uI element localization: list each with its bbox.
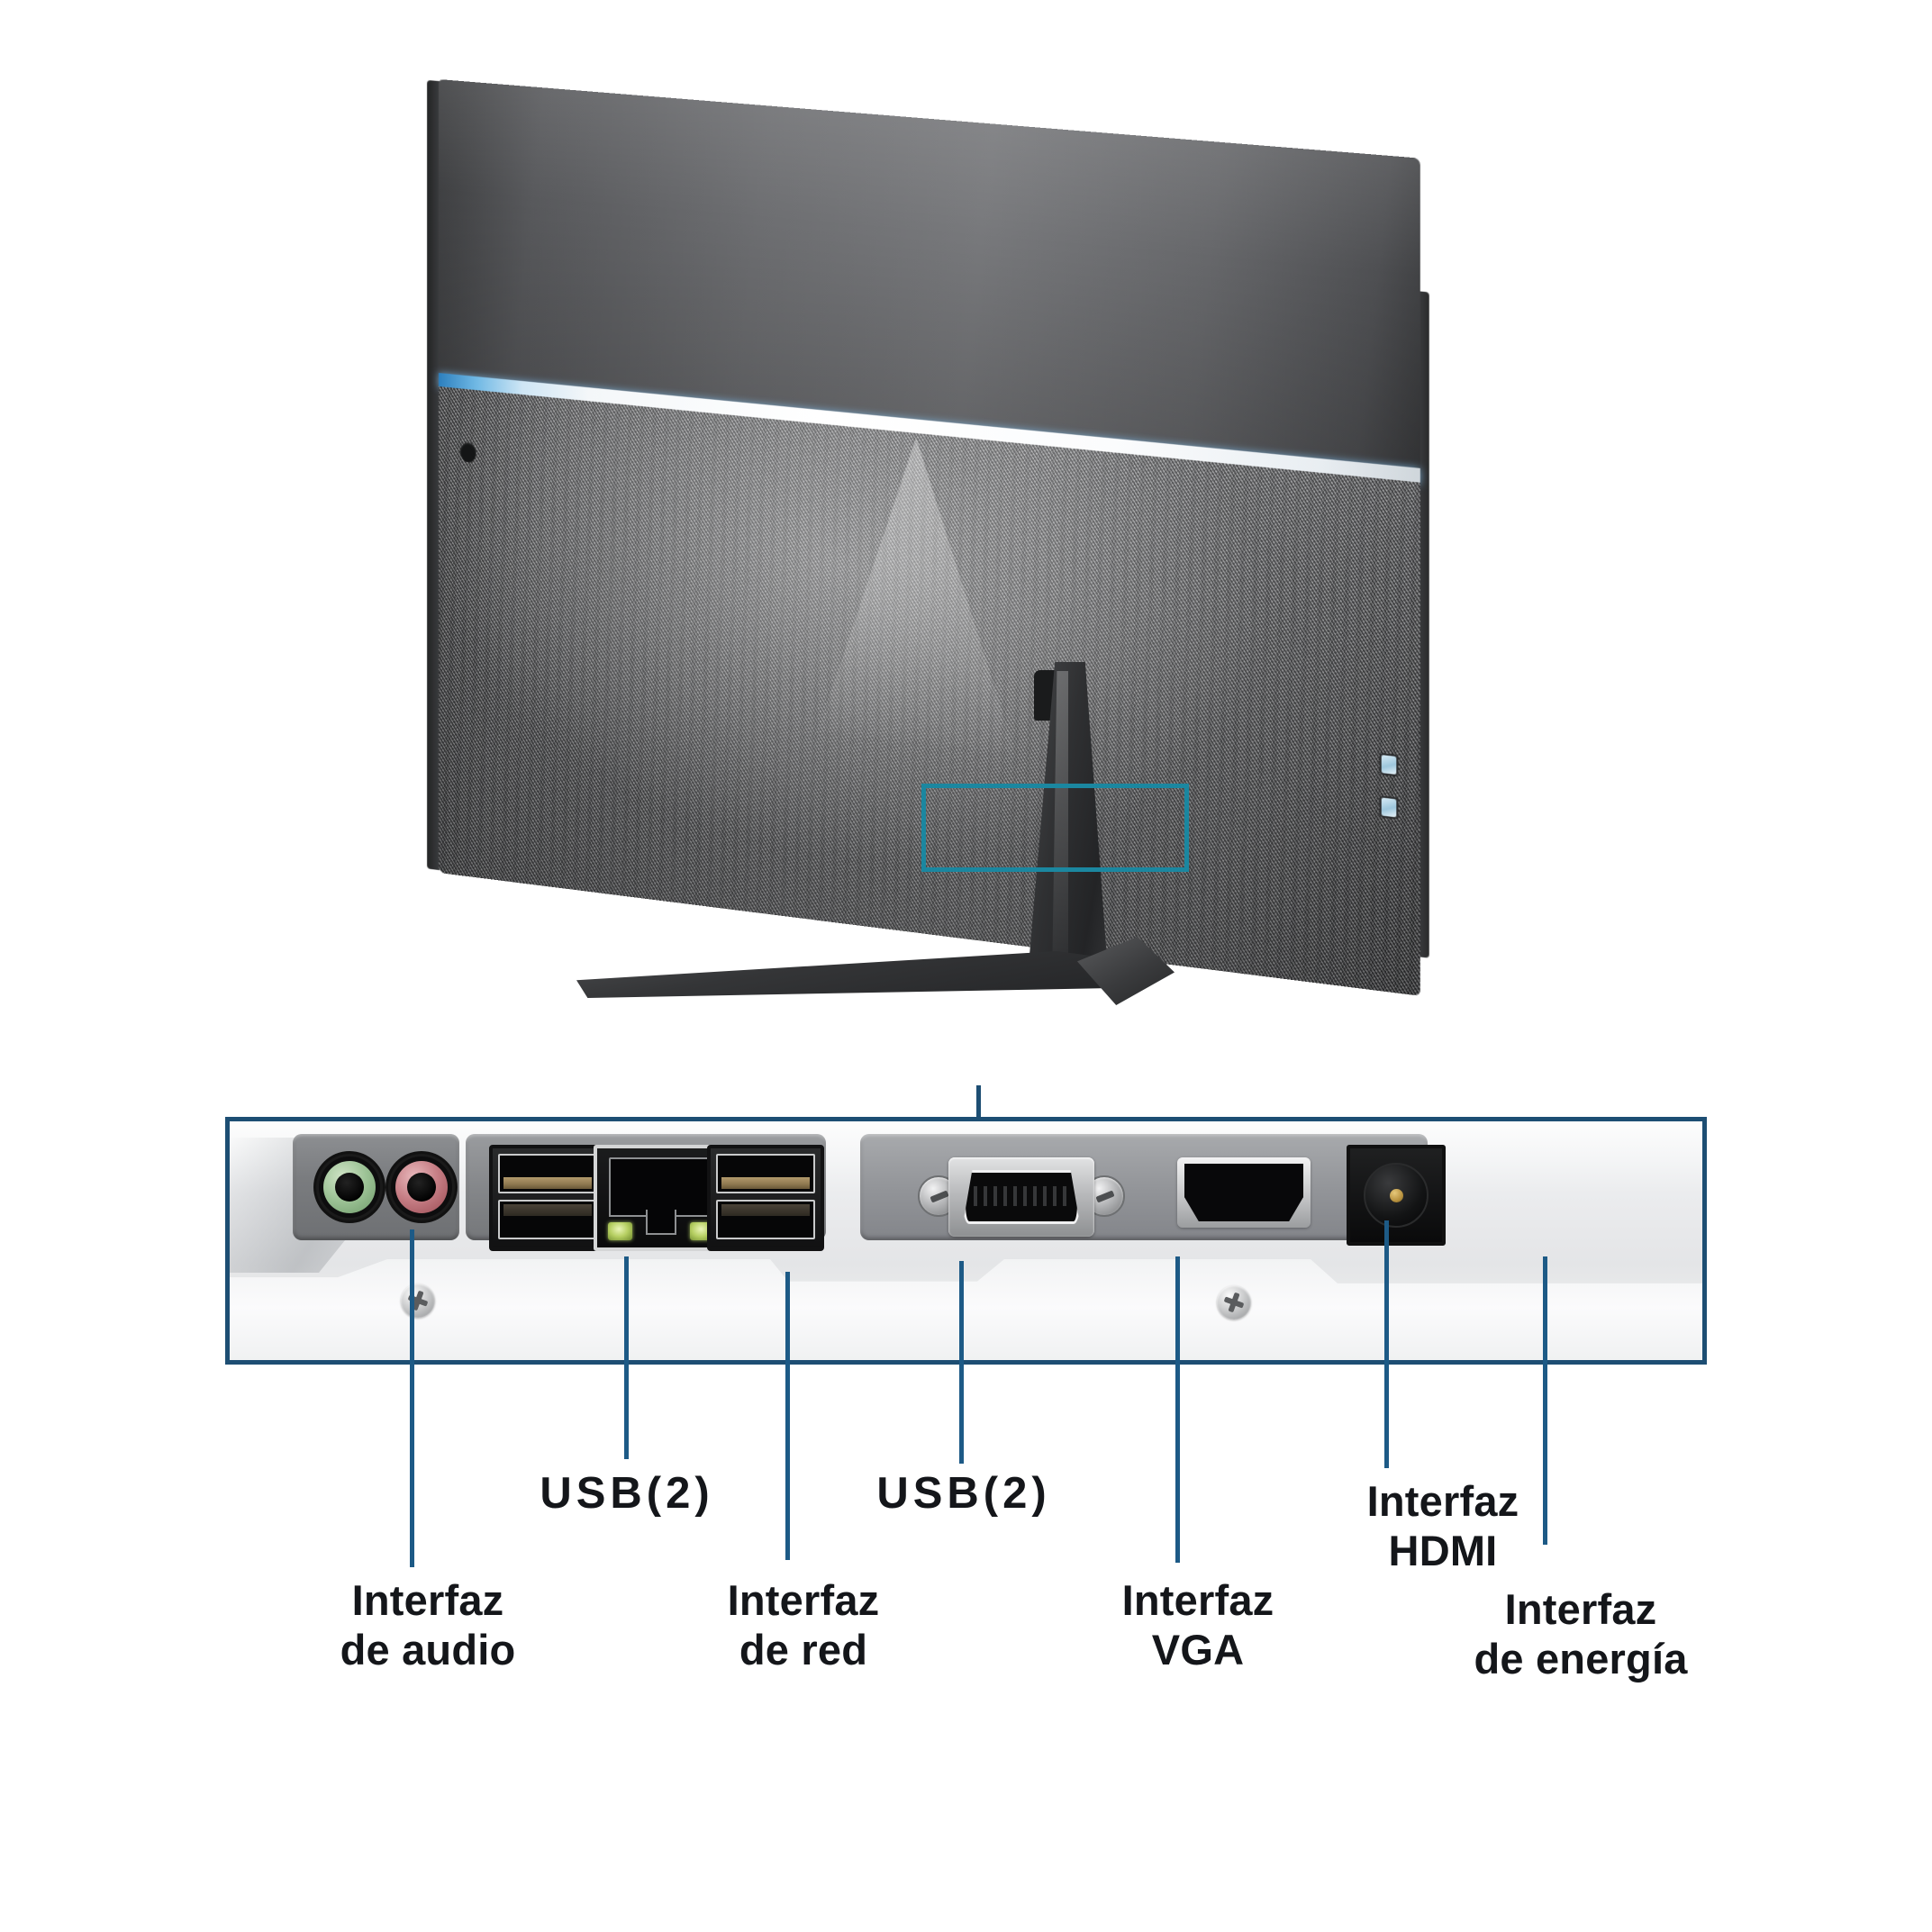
hdmi-port-icon[interactable] [1177,1157,1311,1228]
leader-line-vga [1175,1256,1180,1563]
panel-screw-left [401,1283,435,1318]
monitor-rear-view [0,0,1932,1063]
indicator-key-upper[interactable] [1379,752,1399,777]
callout-label-usb-left: USB(2) [540,1469,714,1518]
audio-jack-icon-line-out[interactable] [316,1154,383,1220]
vga-pin-rows [974,1186,1069,1206]
rear-io-panel [225,1117,1707,1365]
power-jack-icon[interactable] [1347,1145,1446,1246]
rj45-led-left [608,1222,632,1240]
usb-slot-lower[interactable] [498,1200,597,1239]
usb-port-icon-left-stack[interactable] [489,1145,606,1251]
leader-line-network [785,1272,790,1560]
callout-label-vga: Interfaz VGA [1121,1576,1274,1673]
leader-line-hdmi [1384,1220,1389,1468]
audio-jack-icon-mic-in[interactable] [388,1154,455,1220]
usb-port-icon-right-stack[interactable] [707,1145,824,1251]
panel-screw-right [1217,1285,1251,1320]
chassis-textured-shell [439,386,1420,996]
stand-neck-highlight [1052,671,1068,982]
leader-line-usb-right [959,1261,964,1464]
stand-base-plate [576,951,1135,998]
hdmi-mouth [1184,1164,1303,1221]
rj45-mouth [609,1157,713,1217]
usb-tongue [721,1177,810,1189]
jack-hole [407,1173,436,1202]
chassis-right-edge [1419,291,1429,958]
usb-tongue [503,1204,592,1216]
usb-slot-upper[interactable] [716,1154,815,1193]
leader-line-audio [410,1229,414,1567]
callout-label-network: Interfaz de red [727,1576,880,1673]
leader-line-power [1543,1256,1547,1545]
callout-label-usb-right: USB(2) [876,1469,1051,1518]
leader-line-usb-left [624,1256,629,1459]
callout-connector-line [976,1085,981,1136]
power-center-pin [1389,1188,1403,1202]
callout-label-hdmi: Interfaz HDMI [1366,1477,1519,1574]
usb-slot-upper[interactable] [498,1154,597,1193]
callout-label-audio: Interfaz de audio [340,1576,516,1673]
usb-tongue [503,1177,592,1189]
usb-tongue [721,1204,810,1216]
callout-label-power: Interfaz de energía [1474,1585,1688,1683]
jack-hole [335,1173,364,1202]
vga-port-icon[interactable] [918,1152,1125,1242]
usb-slot-lower[interactable] [716,1200,815,1239]
indicator-keys-group [1379,752,1399,820]
chassis-left-edge [427,79,440,871]
rj45-port-icon[interactable] [594,1145,729,1251]
rear-io-highlight-box [921,784,1189,872]
power-barrel [1364,1163,1429,1228]
rj45-key-notch [646,1210,676,1235]
indicator-key-lower[interactable] [1379,795,1399,820]
